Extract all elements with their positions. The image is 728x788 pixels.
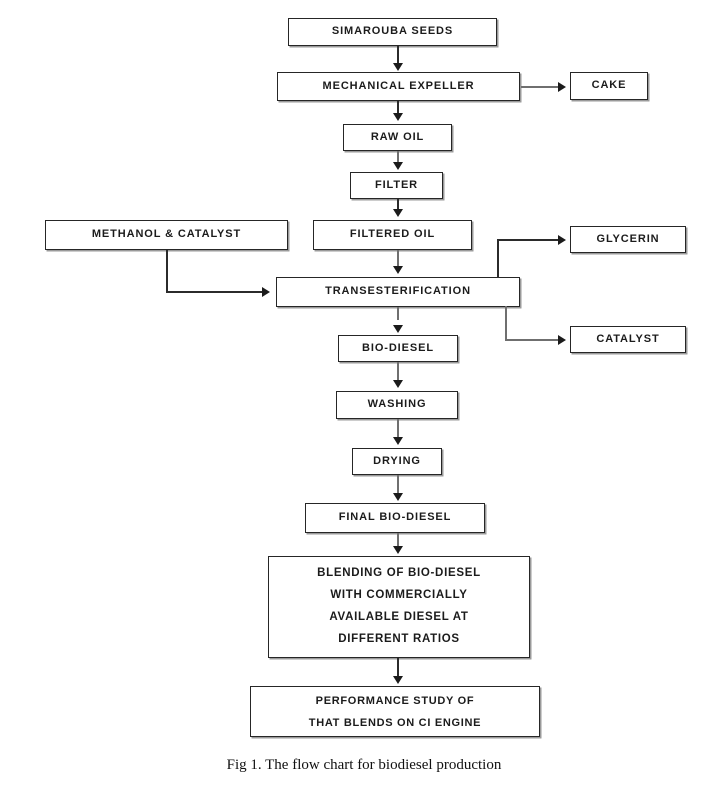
node-label: FINAL BIO-DIESEL [338,511,452,524]
arrowhead-expeller-to-raw-oil [393,113,403,121]
arrowhead-drying-to-final-bio-diesel [393,493,403,501]
edge-methanol-down [166,250,168,292]
arrowhead-transesterification-to-bio-diesel [393,325,403,333]
node-label: FILTERED OIL [349,228,436,241]
node-label-line-4: DIFFERENT RATIOS [338,632,460,645]
arrowhead-filter-to-filtered-oil [393,209,403,217]
node-label: METHANOL & CATALYST [91,228,242,241]
arrowhead-washing-to-drying [393,437,403,445]
node-label: CAKE [591,79,627,92]
edge-catalyst-down [505,306,507,341]
edge-seeds-to-expeller [397,46,399,66]
node-label: GLYCERIN [596,232,660,245]
node-label: SIMAROUBA SEEDS [331,25,454,38]
node-label: RAW OIL [370,130,425,143]
edge-glycerin-right [497,239,561,241]
node-label: TRANSESTERIFICATION [325,285,471,298]
edge-final-bio-diesel-to-blending [397,533,399,548]
node-label: CATALYST [596,332,660,345]
arrowhead-expeller-to-cake [558,82,566,92]
node-simarouba-seeds: SIMAROUBA SEEDS [288,18,497,46]
node-label-line-3: AVAILABLE DIESEL AT [329,611,469,623]
arrowhead-transesterification-to-catalyst [558,335,566,345]
node-final-bio-diesel: FINAL BIO-DIESEL [305,503,485,533]
node-blending: BLENDING OF BIO-DIESEL WITH COMMERCIALLY… [268,556,530,658]
node-filtered-oil: FILTERED OIL [313,220,472,250]
node-label: FILTER [374,178,419,191]
node-bio-diesel: BIO-DIESEL [338,335,458,362]
node-washing: WASHING [336,391,458,419]
edge-bio-diesel-to-washing [397,362,399,383]
node-glycerin: GLYCERIN [570,226,686,253]
arrowhead-bio-diesel-to-washing [393,380,403,388]
arrowhead-final-bio-diesel-to-blending [393,546,403,554]
node-catalyst: CATALYST [570,326,686,353]
node-transesterification: TRANSESTERIFICATION [276,277,520,307]
arrowhead-seeds-to-expeller [393,63,403,71]
node-methanol-and-catalyst: METHANOL & CATALYST [45,220,288,250]
node-label-line-2: THAT BLENDS ON CI ENGINE [308,716,482,729]
edge-raw-oil-to-filter [397,151,399,164]
arrowhead-raw-oil-to-filter [393,162,403,170]
edge-methanol-right [166,291,263,293]
node-drying: DRYING [352,448,442,475]
node-performance-study: PERFORMANCE STUDY OF THAT BLENDS ON CI E… [250,686,540,737]
node-label: WASHING [367,398,427,411]
node-label-line-1: PERFORMANCE STUDY OF [315,694,475,707]
edge-washing-to-drying [397,419,399,440]
node-label: BIO-DIESEL [362,341,434,354]
node-raw-oil: RAW OIL [343,124,452,151]
node-label-line-1: BLENDING OF BIO-DIESEL [317,567,481,580]
edge-filter-to-filtered-oil [397,199,399,211]
node-label: DRYING [373,454,421,467]
figure-caption: Fig 1. The flow chart for biodiesel prod… [226,757,502,773]
arrowhead-transesterification-to-glycerin [558,235,566,245]
edge-transesterification-to-bio-diesel [397,307,399,320]
node-label: MECHANICAL EXPELLER [322,79,475,92]
arrowhead-filtered-oil-to-transesterification [393,266,403,274]
edge-drying-to-final-bio-diesel [397,475,399,495]
node-mechanical-expeller: MECHANICAL EXPELLER [277,72,520,101]
node-label-line-2: WITH COMMERCIALLY [330,589,468,602]
arrowhead-methanol-to-transesterification [262,287,270,297]
arrowhead-blending-to-performance-study [393,676,403,684]
edge-catalyst-right [505,339,561,341]
edge-blending-to-performance-study [397,658,399,678]
edge-filtered-oil-to-transesterification [397,250,399,268]
edge-expeller-to-raw-oil [397,101,399,115]
node-filter: FILTER [350,172,443,199]
edge-glycerin-up [497,239,499,278]
node-cake: CAKE [570,72,648,100]
edge-expeller-to-cake [521,86,561,88]
